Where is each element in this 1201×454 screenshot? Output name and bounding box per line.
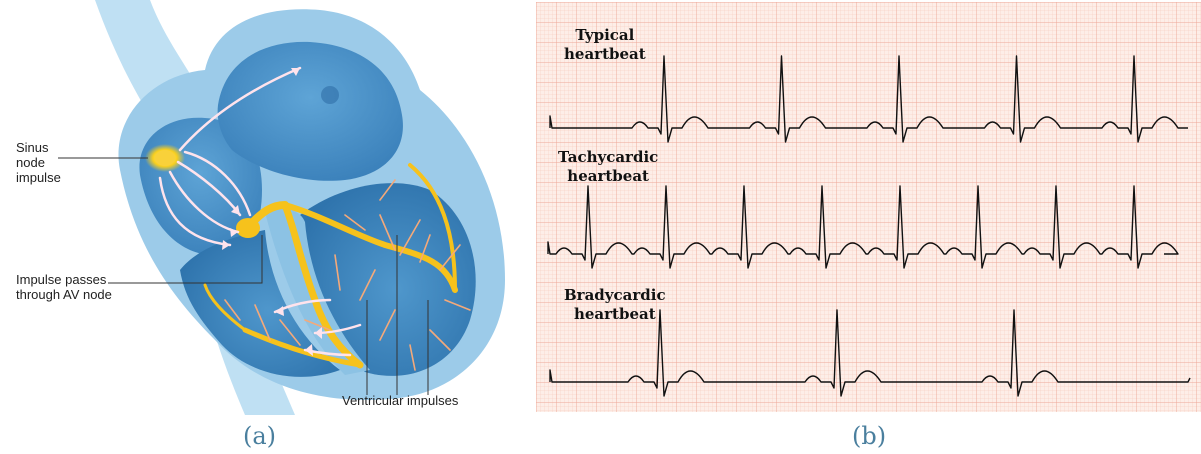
av-node bbox=[236, 218, 260, 238]
heart-conduction-panel: Sinus node impulse Impulse passes throug… bbox=[0, 0, 520, 420]
ventricular-impulses-label: Ventricular impulses bbox=[342, 393, 458, 408]
caption-a: (a) bbox=[243, 422, 276, 450]
ecg-panel: Typical heartbeat Tachycardic heartbeat … bbox=[536, 2, 1201, 412]
heart-illustration bbox=[0, 0, 520, 420]
bradycardic-heartbeat-label: Bradycardic heartbeat bbox=[564, 286, 666, 324]
typical-heartbeat-label: Typical heartbeat bbox=[564, 26, 646, 64]
tachycardic-heartbeat-label: Tachycardic heartbeat bbox=[558, 148, 658, 186]
sinus-node-label: Sinus node impulse bbox=[16, 140, 61, 185]
av-node-label: Impulse passes through AV node bbox=[16, 272, 112, 302]
caption-b: (b) bbox=[852, 422, 886, 450]
